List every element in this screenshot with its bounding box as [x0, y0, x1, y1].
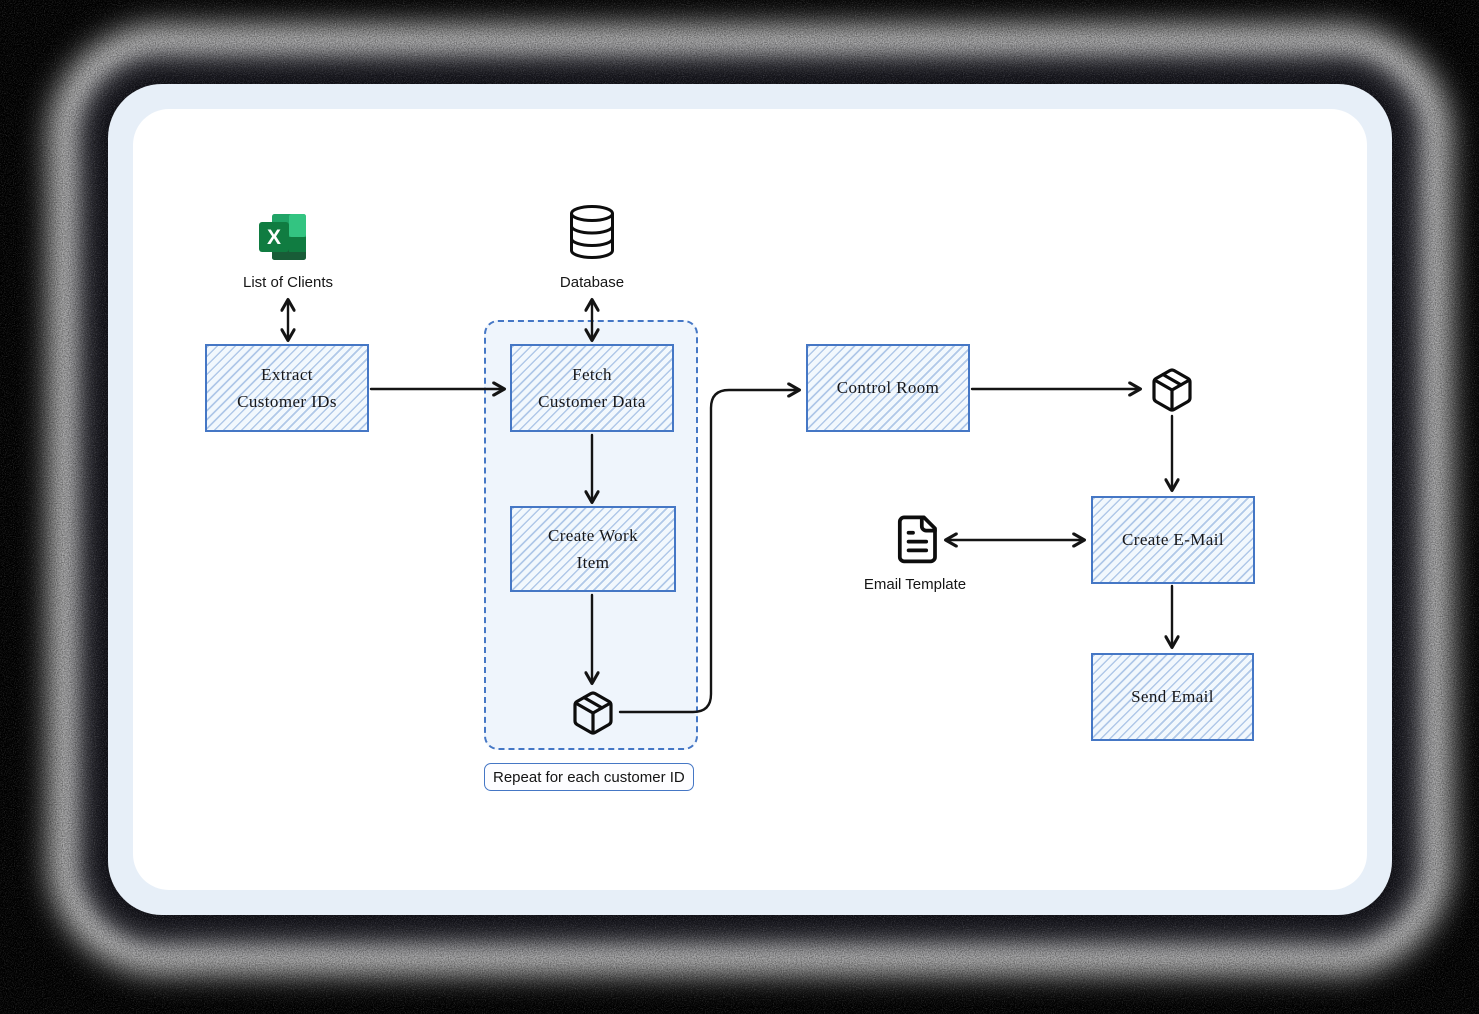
- diagram-canvas: Extract Customer IDs Fetch Customer Data…: [133, 109, 1367, 890]
- label-database: Database: [559, 274, 625, 291]
- database-icon: [570, 205, 614, 259]
- app-card: Extract Customer IDs Fetch Customer Data…: [108, 84, 1392, 915]
- node-fetch-customer-data: Fetch Customer Data: [510, 344, 674, 432]
- node-label: Control Room: [836, 378, 940, 398]
- excel-icon: X: [259, 214, 306, 260]
- document-icon: [897, 515, 937, 564]
- node-create-work-item: Create Work Item: [510, 506, 676, 592]
- node-label: Fetch Customer Data: [538, 364, 646, 411]
- node-label: Send Email: [1131, 687, 1214, 707]
- loop-caption: Repeat for each customer ID: [484, 763, 694, 791]
- node-label: Extract Customer IDs: [237, 364, 337, 411]
- label-email-template: Email Template: [863, 576, 967, 593]
- node-label: Create Work Item: [547, 525, 639, 572]
- node-label: Create E-Mail: [1122, 530, 1224, 550]
- label-list-of-clients: List of Clients: [242, 274, 334, 291]
- node-send-email: Send Email: [1091, 653, 1254, 741]
- package-icon: [1152, 368, 1192, 412]
- loop-caption-text: Repeat for each customer ID: [493, 768, 685, 786]
- node-extract-customer-ids: Extract Customer IDs: [205, 344, 369, 432]
- node-create-email: Create E-Mail: [1091, 496, 1255, 584]
- excel-letter: X: [267, 226, 281, 249]
- node-control-room: Control Room: [806, 344, 970, 432]
